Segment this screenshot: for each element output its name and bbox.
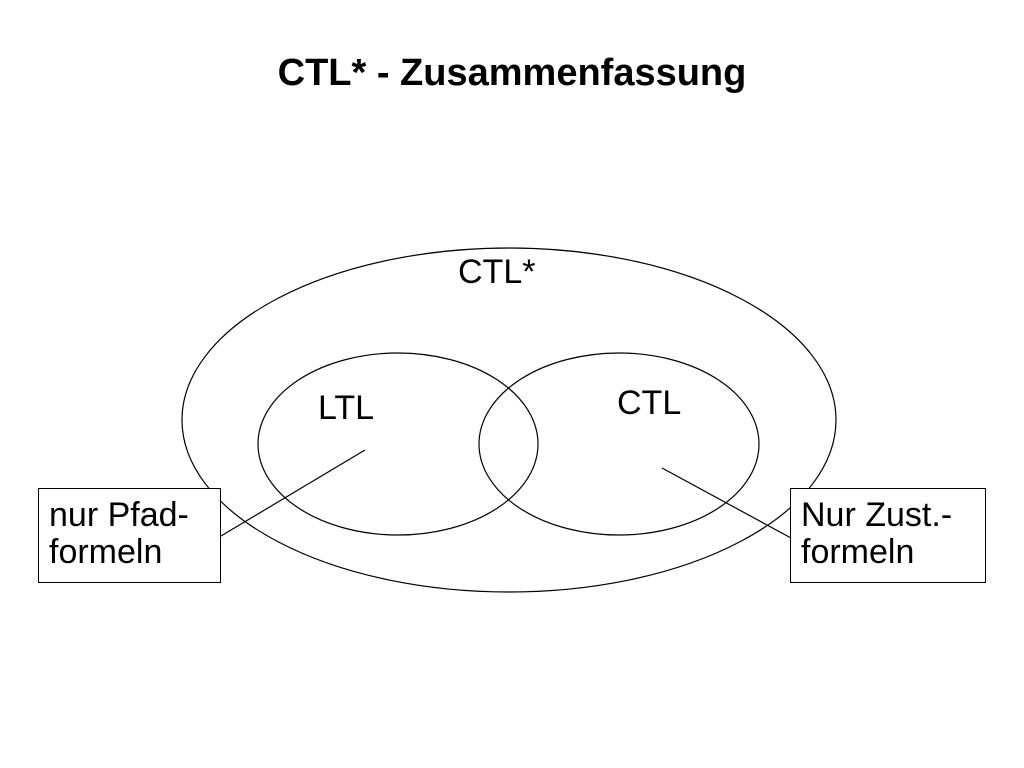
ctl-label: CTL (617, 384, 682, 422)
left-note-connector (220, 449, 366, 537)
state-formulas-note-line1: Nur Zust.- (801, 496, 953, 534)
right-note-connector (661, 467, 792, 539)
slide-title: CTL* - Zusammenfassung (277, 52, 747, 94)
state-formulas-note: Nur Zust.- formeln (790, 488, 986, 583)
ltl-ellipse (257, 352, 539, 536)
path-formulas-note-line1: nur Pfad- (49, 496, 189, 534)
state-formulas-note-line2: formeln (801, 533, 915, 571)
path-formulas-note-line2: formeln (49, 533, 163, 571)
ltl-label: LTL (318, 389, 375, 427)
ctl-star-label: CTL* (458, 253, 536, 291)
ctl-star-ellipse (181, 247, 837, 593)
path-formulas-note: nur Pfad- formeln (38, 488, 221, 583)
ctl-ellipse (478, 352, 760, 536)
